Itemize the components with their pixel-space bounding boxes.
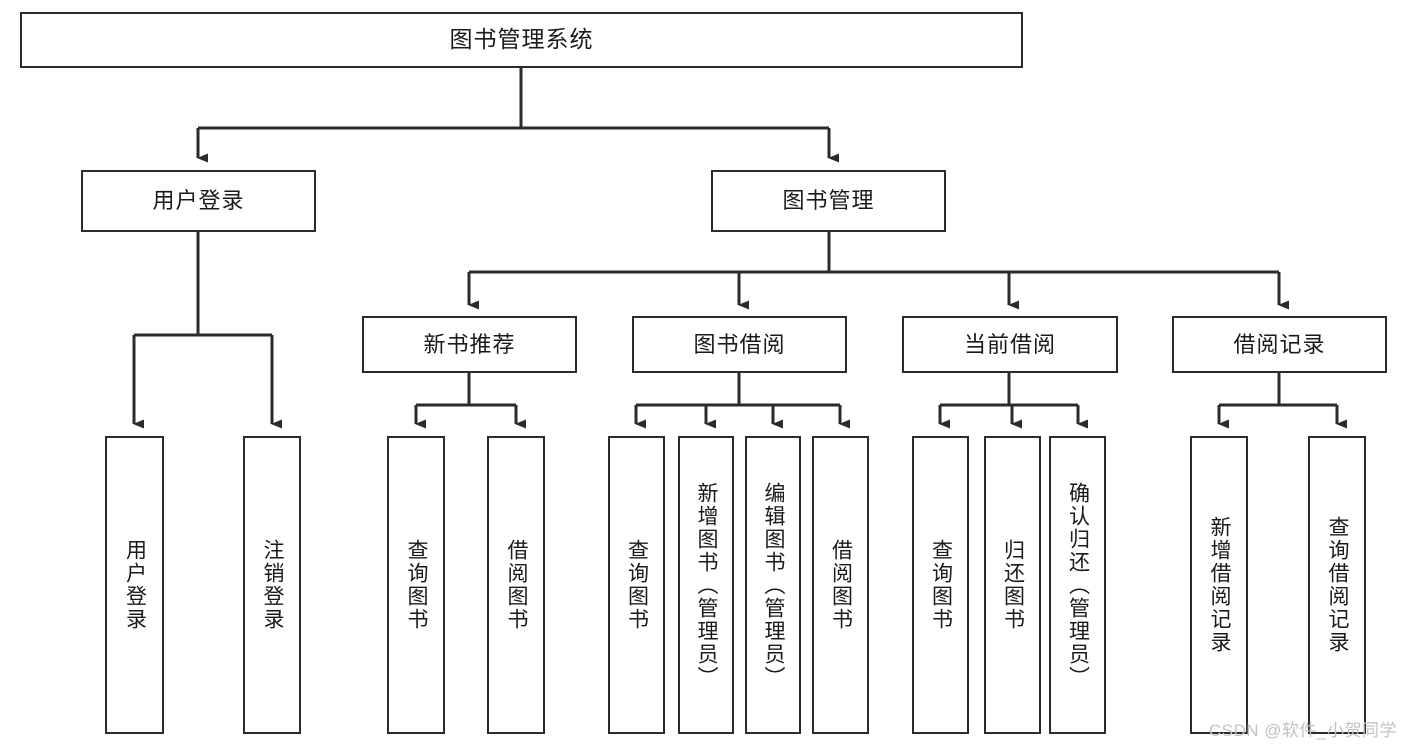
node-leaf-confirm-return-label: 确认归还（管理员） [1066, 481, 1090, 689]
node-leaf-query-borrow-record[interactable]: 查询借阅记录 [1308, 436, 1366, 734]
node-leaf-add-borrow-record-label: 新增借阅记录 [1208, 516, 1232, 654]
node-leaf-return-book[interactable]: 归还图书 [984, 436, 1041, 734]
node-root-label: 图书管理系统 [449, 26, 594, 53]
node-leaf-add-borrow-record[interactable]: 新增借阅记录 [1190, 436, 1248, 734]
node-borrow-record-label: 借阅记录 [1233, 331, 1326, 357]
node-leaf-query-book-recommend-label: 查询图书 [405, 539, 429, 631]
node-leaf-logout[interactable]: 注销登录 [243, 436, 301, 734]
node-leaf-query-book-borrow-label: 查询图书 [625, 539, 649, 631]
node-leaf-add-book-label: 新增图书（管理员） [695, 481, 719, 689]
node-leaf-query-book-current[interactable]: 查询图书 [912, 436, 969, 734]
node-leaf-borrow-book-label: 借阅图书 [829, 539, 853, 631]
node-leaf-add-book[interactable]: 新增图书（管理员） [678, 436, 734, 734]
node-current-borrow-label: 当前借阅 [963, 331, 1056, 357]
node-user-login-label: 用户登录 [152, 188, 245, 214]
node-leaf-borrow-book[interactable]: 借阅图书 [812, 436, 869, 734]
node-leaf-query-book-recommend[interactable]: 查询图书 [387, 436, 445, 734]
node-leaf-borrow-book-recommend-label: 借阅图书 [505, 539, 529, 631]
node-leaf-user-login-label: 用户登录 [123, 539, 147, 631]
node-book-borrow[interactable]: 图书借阅 [632, 316, 847, 373]
node-leaf-user-login[interactable]: 用户登录 [105, 436, 164, 734]
node-leaf-query-borrow-record-label: 查询借阅记录 [1326, 516, 1350, 654]
node-leaf-edit-book[interactable]: 编辑图书（管理员） [745, 436, 801, 734]
node-book-management-label: 图书管理 [782, 188, 875, 214]
node-new-book-recommend-label: 新书推荐 [423, 331, 516, 357]
node-user-login[interactable]: 用户登录 [81, 170, 316, 232]
node-current-borrow[interactable]: 当前借阅 [902, 316, 1118, 373]
node-leaf-return-book-label: 归还图书 [1001, 539, 1025, 631]
node-book-borrow-label: 图书借阅 [693, 331, 786, 357]
node-root[interactable]: 图书管理系统 [20, 12, 1023, 68]
node-new-book-recommend[interactable]: 新书推荐 [362, 316, 577, 373]
node-leaf-edit-book-label: 编辑图书（管理员） [762, 481, 786, 689]
node-leaf-logout-label: 注销登录 [261, 539, 285, 631]
node-leaf-query-book-current-label: 查询图书 [929, 539, 953, 631]
node-leaf-confirm-return[interactable]: 确认归还（管理员） [1049, 436, 1106, 734]
node-leaf-query-book-borrow[interactable]: 查询图书 [608, 436, 665, 734]
node-borrow-record[interactable]: 借阅记录 [1172, 316, 1387, 373]
node-book-management[interactable]: 图书管理 [711, 170, 946, 232]
node-leaf-borrow-book-recommend[interactable]: 借阅图书 [487, 436, 545, 734]
